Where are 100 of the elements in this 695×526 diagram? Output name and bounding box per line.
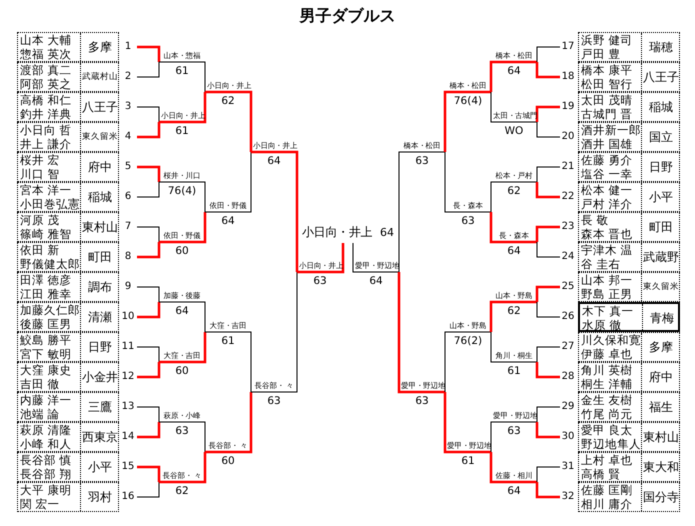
match-score: 64 xyxy=(506,485,522,497)
bracket-line xyxy=(536,226,560,242)
match-score: 64 xyxy=(174,305,190,317)
club-name: 福生 xyxy=(641,393,680,421)
player-name: 浜野 健司 xyxy=(581,33,633,47)
draw-number: 30 xyxy=(560,430,576,443)
club-name: 東村山 xyxy=(641,423,680,451)
player-name: 野島 正男 xyxy=(581,287,633,301)
bracket-line xyxy=(444,392,491,454)
bracket-line xyxy=(205,90,252,152)
match-score: 63 xyxy=(460,215,476,227)
player-name: 上村 卓也 xyxy=(581,453,633,467)
player-name: 内藤 洋一 xyxy=(20,393,72,407)
club-name: 小金井 xyxy=(80,363,119,391)
player-name: 戸村 洋介 xyxy=(581,197,633,211)
club-name: 国分寺 xyxy=(641,483,680,511)
draw-number: 29 xyxy=(560,400,576,413)
bracket-line xyxy=(490,212,537,244)
draw-number: 19 xyxy=(560,100,576,113)
player-name: 阿部 英之 xyxy=(20,77,72,91)
player-name: 依田 新 xyxy=(20,243,60,257)
player-name: 小田巻弘憲 xyxy=(20,197,80,211)
player-name: 池端 論 xyxy=(20,407,60,421)
bracket-line xyxy=(158,422,206,452)
bracket-line xyxy=(398,272,445,394)
bracket-line xyxy=(136,406,160,422)
player-name: 宮本 洋一 xyxy=(20,183,72,197)
player-name: 塩谷 一幸 xyxy=(581,167,633,181)
player-name: 金生 友樹 xyxy=(581,393,633,407)
match-score: 76(4) xyxy=(166,185,198,197)
match-score: 76(2) xyxy=(452,335,484,347)
draw-number: 24 xyxy=(560,250,576,263)
club-name: 三鷹 xyxy=(80,393,119,421)
match-score: 63 xyxy=(506,425,522,437)
draw-number: 11 xyxy=(120,340,136,353)
match-score: 63 xyxy=(266,395,282,407)
player-name: 谷 圭右 xyxy=(581,257,621,271)
player-name: 佐藤 匡剛 xyxy=(581,483,633,497)
player-name: 山本 邦一 xyxy=(581,273,633,287)
club-name: 小平 xyxy=(641,183,680,211)
bracket-line xyxy=(137,466,160,482)
club-name: 武蔵野 xyxy=(641,243,680,271)
match-score: 64 xyxy=(506,245,522,257)
bracket-line xyxy=(137,166,160,182)
match-score: 60 xyxy=(174,245,190,257)
bracket-line xyxy=(137,362,160,378)
bracket-line xyxy=(204,332,252,392)
player-name: 太田 茂晴 xyxy=(581,93,633,107)
player-name: 古城門 晋 xyxy=(581,107,633,121)
bracket-line xyxy=(158,182,206,212)
club-name: 八王子 xyxy=(641,63,680,91)
bracket-line xyxy=(490,332,538,362)
player-name: 高橋 賢 xyxy=(581,467,621,481)
club-name: 府中 xyxy=(80,153,119,181)
match-score: 76(4) xyxy=(452,95,484,107)
draw-number: 32 xyxy=(560,490,576,503)
match-score: 63 xyxy=(414,155,430,167)
player-name: 萩原 清隆 xyxy=(20,423,72,437)
draw-number: 9 xyxy=(124,280,132,293)
club-name: 府中 xyxy=(641,363,680,391)
player-name: 木下 真一 xyxy=(582,304,634,318)
match-score: 64 xyxy=(266,155,282,167)
draw-number: 16 xyxy=(120,490,136,503)
player-name: 川久保和寛 xyxy=(581,333,641,347)
draw-number: 6 xyxy=(124,190,132,203)
bracket-line xyxy=(137,422,160,438)
player-name: 渡部 真二 xyxy=(20,63,72,77)
club-name: 東村山 xyxy=(80,213,119,241)
player-name: 後藤 匡男 xyxy=(20,317,72,331)
player-name: 小峰 和人 xyxy=(20,437,72,451)
match-score: 64 xyxy=(220,215,236,227)
player-name: 愛甲 良太 xyxy=(581,423,633,437)
bracket-line xyxy=(136,482,160,498)
bracket-line xyxy=(205,392,252,454)
player-name: 桜井 宏 xyxy=(20,153,60,167)
match-score: 61 xyxy=(220,335,236,347)
player-name: 宇津木 温 xyxy=(581,243,633,257)
player-name: 桐生 洋輔 xyxy=(581,377,633,391)
bracket-line xyxy=(159,92,206,124)
bracket-line xyxy=(536,466,560,482)
player-name: 河原 茂 xyxy=(20,213,60,227)
player-name: 相川 庸介 xyxy=(581,497,633,511)
club-name: 小平 xyxy=(80,453,119,481)
draw-number: 1 xyxy=(124,40,132,53)
bracket-line xyxy=(536,46,560,62)
player-name: 酒井 国雄 xyxy=(581,137,633,151)
bracket-line xyxy=(158,62,206,92)
draw-number: 7 xyxy=(124,220,132,233)
bracket-line xyxy=(204,152,252,212)
player-name: 釣井 洋典 xyxy=(20,107,72,121)
player-name: 野儀健太郎 xyxy=(20,257,80,271)
bracket-line xyxy=(490,92,538,122)
match-score: 62 xyxy=(220,95,236,107)
bracket-line xyxy=(352,242,400,272)
bracket-line xyxy=(137,302,160,318)
player-name: 小日向 哲 xyxy=(20,123,72,137)
club-name: 稲城 xyxy=(80,183,119,211)
player-name: 加藤久仁郎 xyxy=(20,303,80,317)
bracket-line xyxy=(297,243,344,274)
bracket-line xyxy=(136,286,160,302)
